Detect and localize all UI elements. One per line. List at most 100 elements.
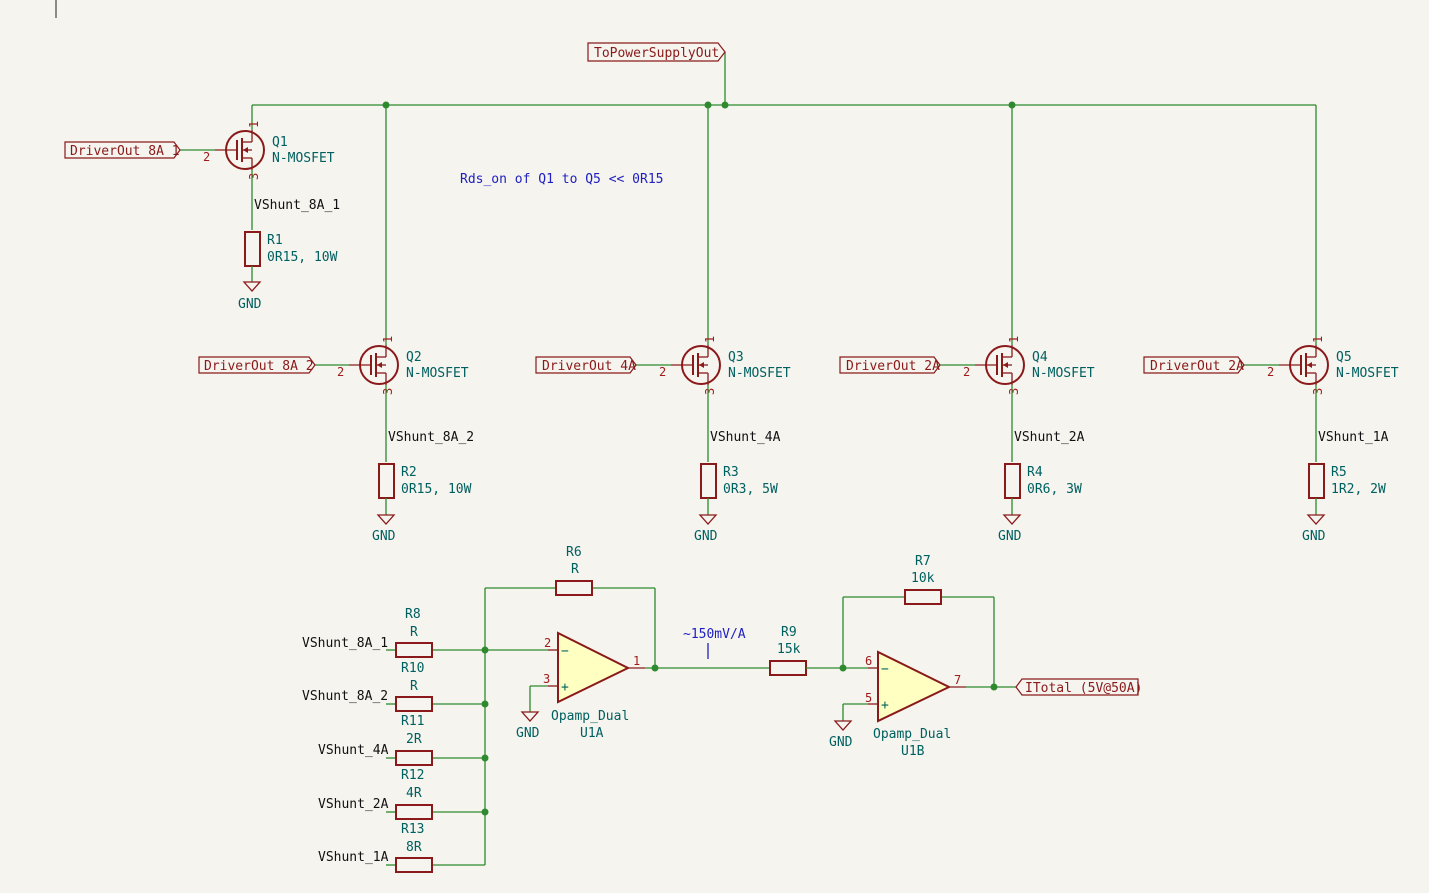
junction-dot xyxy=(1008,101,1016,109)
r1-value: 0R15, 10W xyxy=(267,250,338,265)
u1b-reference: U1B xyxy=(901,744,925,759)
q3-value: N-MOSFET xyxy=(728,366,791,381)
r6-resistor[interactable] xyxy=(555,580,593,596)
junction-dot xyxy=(704,101,712,109)
junction-dot xyxy=(481,808,489,816)
net-label-vshunt-2a: VShunt_2A xyxy=(318,797,389,812)
global-label-driver-2a-q5[interactable]: DriverOut_2A xyxy=(1143,356,1245,374)
pin-number: 3 xyxy=(703,388,717,395)
gnd-symbol xyxy=(376,514,396,525)
net-label-vshunt-2a: VShunt_2A xyxy=(1014,430,1085,445)
pin-number: 3 xyxy=(247,173,261,180)
r5-resistor[interactable] xyxy=(1308,463,1325,499)
r4-resistor[interactable] xyxy=(1004,463,1021,499)
r2-value: 0R15, 10W xyxy=(401,482,472,497)
pin-number: 3 xyxy=(1007,388,1021,395)
pin-number: 7 xyxy=(954,673,961,687)
r6-value: R xyxy=(571,562,579,577)
r4-reference: R4 xyxy=(1027,465,1043,480)
r10-resistor[interactable] xyxy=(395,696,433,712)
junction-dot xyxy=(481,754,489,762)
global-label-driver-8a-2[interactable]: DriverOut_8A_2 xyxy=(198,356,316,374)
global-label-power-out[interactable]: ToPowerSupplyOut xyxy=(587,42,726,62)
r11-value: 2R xyxy=(406,732,422,747)
global-label-text: ITotal_(5V@50A) xyxy=(1025,681,1142,696)
r13-reference: R13 xyxy=(401,822,424,837)
pin-number: 2 xyxy=(544,636,551,650)
q1-value: N-MOSFET xyxy=(272,151,335,166)
q5-mosfet[interactable] xyxy=(1279,345,1329,385)
pin-number: 3 xyxy=(381,388,395,395)
q3-reference: Q3 xyxy=(728,350,744,365)
r1-reference: R1 xyxy=(267,233,283,248)
r13-resistor[interactable] xyxy=(395,857,433,873)
r2-resistor[interactable] xyxy=(378,463,395,499)
global-label-driver-4a[interactable]: DriverOut_4A xyxy=(535,356,637,374)
r3-resistor[interactable] xyxy=(700,463,717,499)
r7-value: 10k xyxy=(911,571,935,586)
gnd-label: GND xyxy=(694,529,718,544)
r8-reference: R8 xyxy=(405,607,421,622)
gnd-symbol xyxy=(833,720,853,731)
q3-mosfet[interactable] xyxy=(671,345,721,385)
u1b-value: Opamp_Dual xyxy=(873,727,951,742)
u1b-opamp[interactable] xyxy=(868,650,966,723)
pin-number: 2 xyxy=(203,150,210,164)
gnd-symbol xyxy=(1306,514,1326,525)
global-label-driver-2a-q4[interactable]: DriverOut_2A xyxy=(839,356,941,374)
global-label-driver-8a-1[interactable]: DriverOut_8A_1 xyxy=(64,141,181,159)
summing-input-wires[interactable] xyxy=(386,587,656,866)
pin-number: 1 xyxy=(247,121,261,128)
r7-reference: R7 xyxy=(915,554,931,569)
r1-resistor[interactable] xyxy=(244,231,261,267)
global-label-text: ToPowerSupplyOut xyxy=(594,46,719,61)
pin-number: 5 xyxy=(865,691,872,705)
r8-resistor[interactable] xyxy=(395,642,433,658)
r12-resistor[interactable] xyxy=(395,804,433,820)
pin-number: 2 xyxy=(337,365,344,379)
junction-dot xyxy=(382,101,390,109)
q5-value: N-MOSFET xyxy=(1336,366,1399,381)
pin-number: 2 xyxy=(659,365,666,379)
pin-number: 1 xyxy=(381,336,395,343)
q4-value: N-MOSFET xyxy=(1032,366,1095,381)
pin-number: 1 xyxy=(1311,336,1325,343)
junction-dot xyxy=(839,664,847,672)
design-note: Rds_on of Q1 to Q5 << 0R15 xyxy=(460,172,664,187)
r9-reference: R9 xyxy=(781,625,797,640)
q2-reference: Q2 xyxy=(406,350,422,365)
r13-value: 8R xyxy=(406,840,422,855)
r12-reference: R12 xyxy=(401,768,424,783)
net-label-vshunt-1a: VShunt_1A xyxy=(318,850,389,865)
global-label-itotal[interactable]: ITotal_(5V@50A) xyxy=(1015,678,1142,696)
pin-number: 6 xyxy=(865,654,872,668)
gnd-symbol xyxy=(520,711,540,722)
r9-resistor[interactable] xyxy=(769,660,807,676)
r3-value: 0R3, 5W xyxy=(723,482,778,497)
q1-mosfet[interactable] xyxy=(215,130,265,170)
net-label-vshunt-8a-2: VShunt_8A_2 xyxy=(302,689,388,704)
gnd-label: GND xyxy=(998,529,1022,544)
r7-resistor[interactable] xyxy=(904,589,942,605)
u1a-value: Opamp_Dual xyxy=(551,709,629,724)
noninverting-sign: + xyxy=(881,698,889,713)
voltage-scale-note: ~150mV/A xyxy=(683,627,746,642)
gnd-label: GND xyxy=(238,297,262,312)
q4-mosfet[interactable] xyxy=(975,345,1025,385)
power-bus[interactable] xyxy=(251,52,1317,345)
junction-dot xyxy=(721,101,729,109)
u1a-opamp[interactable] xyxy=(548,631,645,704)
r11-resistor[interactable] xyxy=(395,750,433,766)
r6-reference: R6 xyxy=(566,545,582,560)
global-label-text: DriverOut_2A xyxy=(846,359,940,374)
pin-number: 2 xyxy=(963,365,970,379)
net-label-vshunt-1a: VShunt_1A xyxy=(1318,430,1389,445)
q2-mosfet[interactable] xyxy=(349,345,399,385)
q4-reference: Q4 xyxy=(1032,350,1048,365)
r10-reference: R10 xyxy=(401,661,424,676)
gnd-label: GND xyxy=(516,726,540,741)
gnd-label: GND xyxy=(829,735,853,750)
pin-number: 3 xyxy=(1311,388,1325,395)
r3-reference: R3 xyxy=(723,465,739,480)
